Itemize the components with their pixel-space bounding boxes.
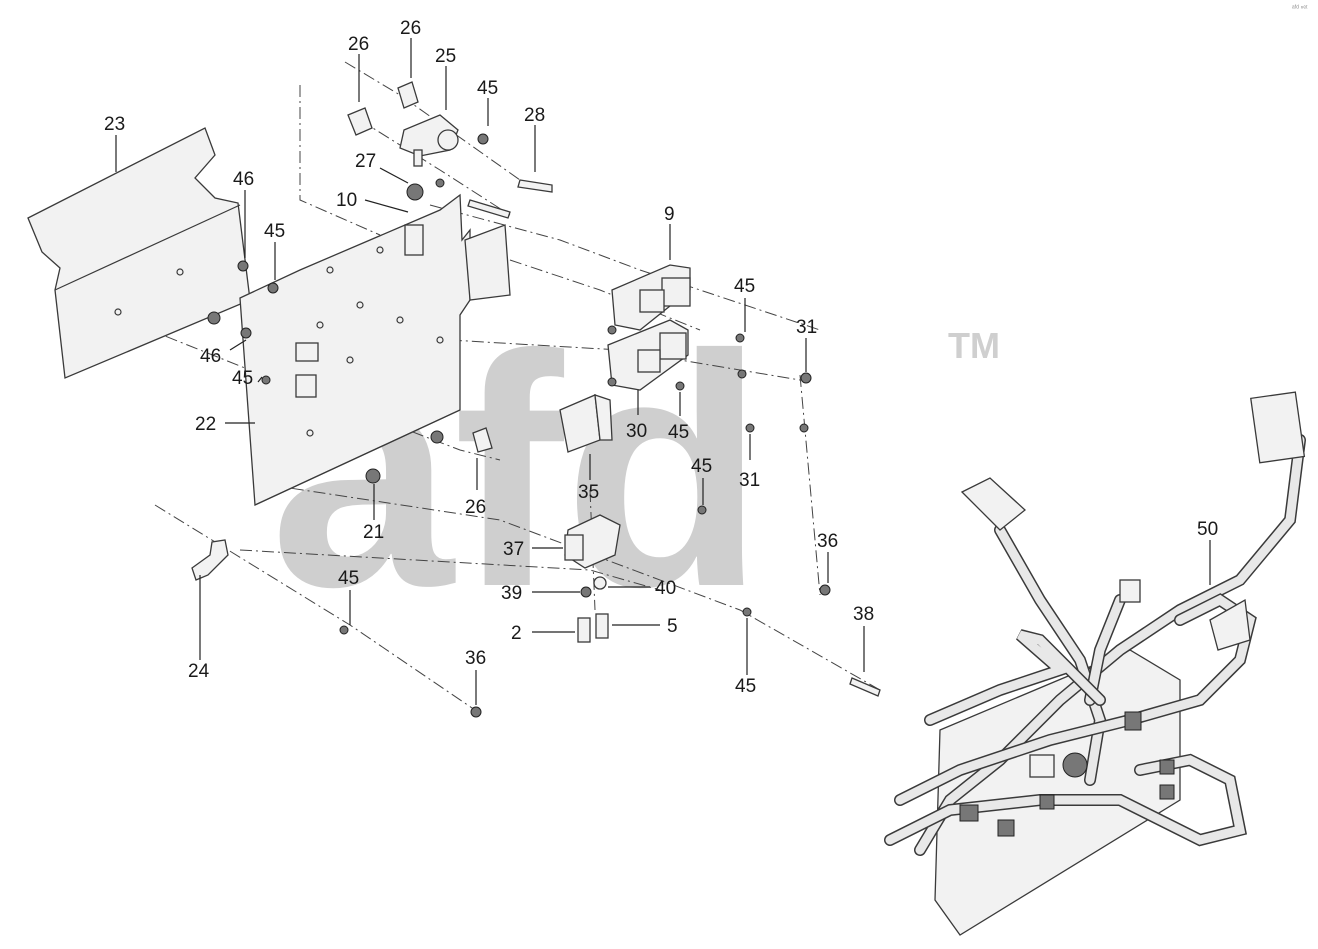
part-9-relay-assembly xyxy=(607,264,691,391)
corner-mark: ᵃᶠᵈ ⁿᵉᵗ xyxy=(1292,5,1308,12)
callout-39: 39 xyxy=(501,583,522,604)
callout-2: 2 xyxy=(511,623,522,644)
callout-10: 10 xyxy=(336,190,357,211)
callout-45-c: 45 xyxy=(734,276,755,297)
callout-22: 22 xyxy=(195,414,216,435)
callout-25: 25 xyxy=(435,46,456,67)
callout-45-g: 45 xyxy=(338,568,359,589)
callout-26-c: 26 xyxy=(465,497,486,518)
callout-23: 23 xyxy=(104,114,125,135)
part-22-bracket-plate xyxy=(239,193,511,506)
callout-9: 9 xyxy=(664,204,675,225)
callout-5: 5 xyxy=(667,616,678,637)
callout-31-a: 31 xyxy=(796,317,817,338)
callout-36-b: 36 xyxy=(465,648,486,669)
callout-21: 21 xyxy=(363,522,384,543)
callout-31-b: 31 xyxy=(739,470,760,491)
callout-28: 28 xyxy=(524,105,545,126)
callout-45-b: 45 xyxy=(264,221,285,242)
callout-35: 35 xyxy=(578,482,599,503)
callout-labels: 23 26 26 25 45 28 27 10 46 45 9 45 31 46… xyxy=(104,18,1218,697)
callout-38: 38 xyxy=(853,604,874,625)
watermark-tm: TM xyxy=(948,325,1000,366)
callout-leaders xyxy=(115,38,1211,705)
callout-40: 40 xyxy=(655,578,676,599)
callout-50: 50 xyxy=(1197,519,1218,540)
callout-46-b: 46 xyxy=(200,346,221,367)
callout-45-f: 45 xyxy=(691,456,712,477)
fasteners xyxy=(207,260,881,718)
callout-27: 27 xyxy=(355,151,376,172)
callout-37: 37 xyxy=(503,539,524,560)
small-parts-top xyxy=(347,81,553,219)
part-50-wiring-harness xyxy=(884,391,1306,936)
callout-26-a: 26 xyxy=(348,34,369,55)
part-24-bracket xyxy=(191,539,229,581)
part-37-sensor xyxy=(564,514,621,643)
callout-36-a: 36 xyxy=(817,531,838,552)
callout-45-h: 45 xyxy=(735,676,756,697)
callout-24: 24 xyxy=(188,661,210,682)
part-23-cover-plate xyxy=(27,127,251,379)
callout-30: 30 xyxy=(626,421,647,442)
callout-26-b: 26 xyxy=(400,18,421,39)
callout-45-a: 45 xyxy=(477,78,498,99)
callout-45-e: 45 xyxy=(668,422,689,443)
part-35-bracket xyxy=(559,394,613,453)
callout-45-d: 45 xyxy=(232,368,253,389)
callout-46-a: 46 xyxy=(233,169,254,190)
